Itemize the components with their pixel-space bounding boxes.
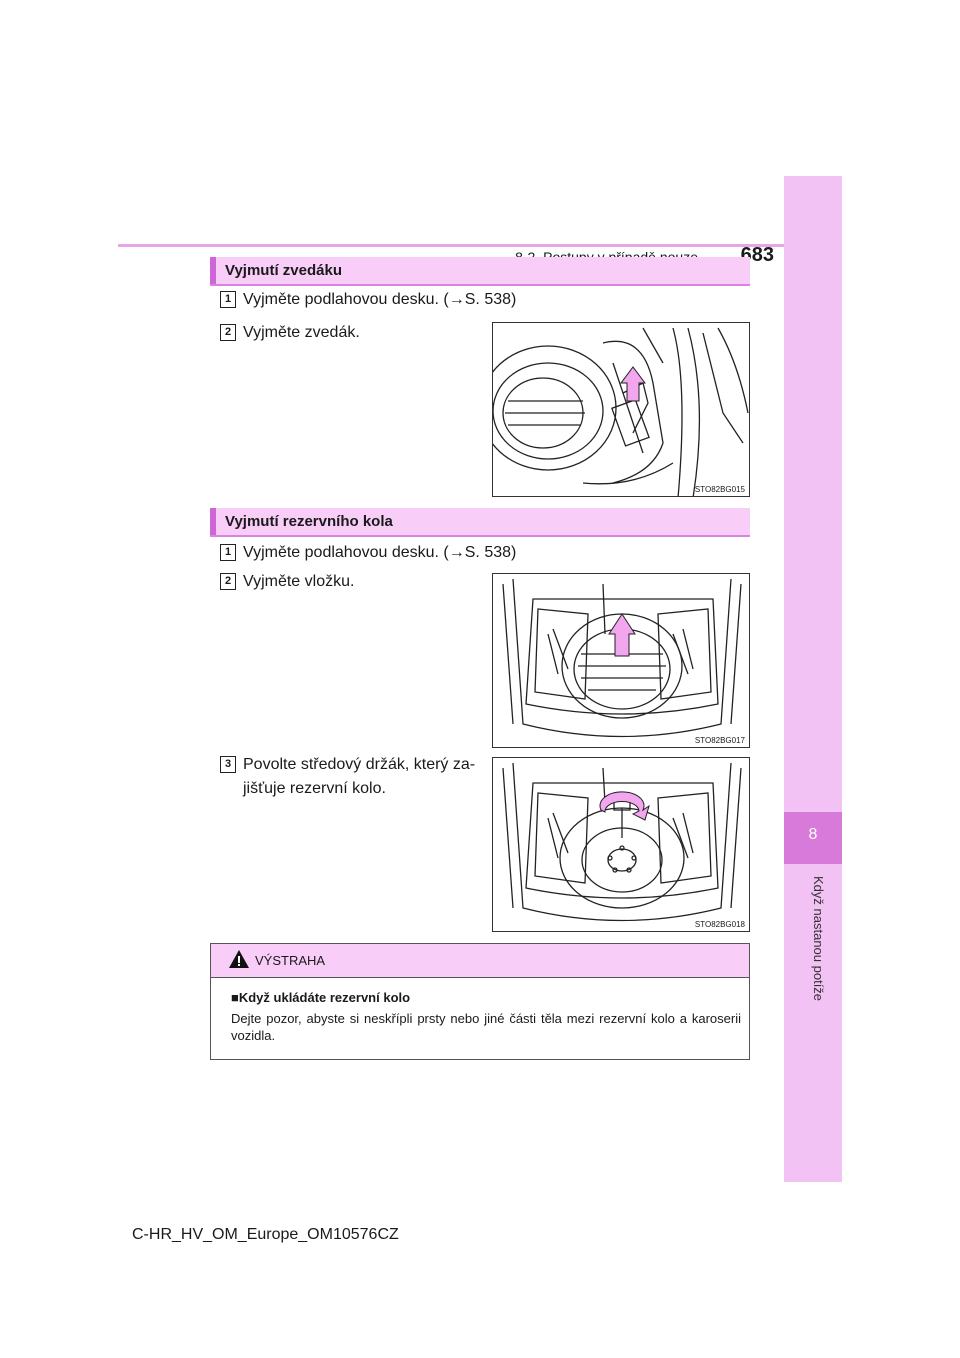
header-rule xyxy=(118,244,784,247)
step-text: Vyjměte vložku. xyxy=(243,573,355,590)
step-number: 2 xyxy=(220,573,236,590)
warning-body: Dejte pozor, abyste si neskřípli prsty n… xyxy=(231,1011,741,1043)
page-header: 8-2. Postupy v případě nouze 683 xyxy=(118,238,784,266)
section-underline xyxy=(210,284,750,286)
warning-triangle-icon xyxy=(229,950,249,968)
trunk-insert-illustration xyxy=(502,578,742,738)
warning-subheading: ■Když ukládáte rezervní kolo xyxy=(231,990,411,1005)
warning-label: VÝSTRAHA xyxy=(255,953,326,968)
figure-code: STO82BG015 xyxy=(694,485,745,494)
chapter-number: 8 xyxy=(808,826,818,843)
warning-header: VÝSTRAHA xyxy=(211,944,749,978)
figure-loosen-holder: STO82BG018 xyxy=(492,757,750,932)
warning-box: VÝSTRAHA ■Když ukládáte rezervní kolo De… xyxy=(210,943,750,1060)
section-header-jack-removal: Vyjmutí zvedáku xyxy=(210,257,750,285)
section-title: Vyjmutí rezervního kola xyxy=(225,513,393,530)
chapter-title: Když nastanou potíže xyxy=(811,876,826,1002)
step-number: 2 xyxy=(220,324,236,341)
step-text: Vyjměte podlahovou desku. (→S. 538) xyxy=(243,544,517,561)
step-number: 1 xyxy=(220,544,236,561)
step-text: Vyjměte zvedák. xyxy=(243,324,360,341)
chapter-side-tab xyxy=(784,176,842,1182)
figure-code: STO82BG018 xyxy=(694,920,745,929)
section-header-spare-wheel-removal: Vyjmutí rezervního kola xyxy=(210,508,750,536)
section-title: Vyjmutí zvedáku xyxy=(225,262,342,279)
figure-insert-removal: STO82BG017 xyxy=(492,573,750,748)
section-underline xyxy=(210,535,750,537)
chapter-number-box xyxy=(784,812,842,864)
document-code: C-HR_HV_OM_Europe_OM10576CZ xyxy=(132,1226,399,1243)
figure-code: STO82BG017 xyxy=(694,736,745,745)
step-number: 3 xyxy=(220,756,236,773)
spare-wheel-illustration xyxy=(502,762,742,922)
step-text: Vyjměte podlahovou desku. (→S. 538) xyxy=(243,291,517,308)
step-text-line: jišťuje rezervní kolo. xyxy=(243,780,386,797)
jack-illustration xyxy=(493,327,749,496)
step-text-line: Povolte středový držák, který za- xyxy=(243,756,476,773)
figure-jack-removal: STO82BG015 xyxy=(492,322,750,497)
step-number: 1 xyxy=(220,291,236,308)
